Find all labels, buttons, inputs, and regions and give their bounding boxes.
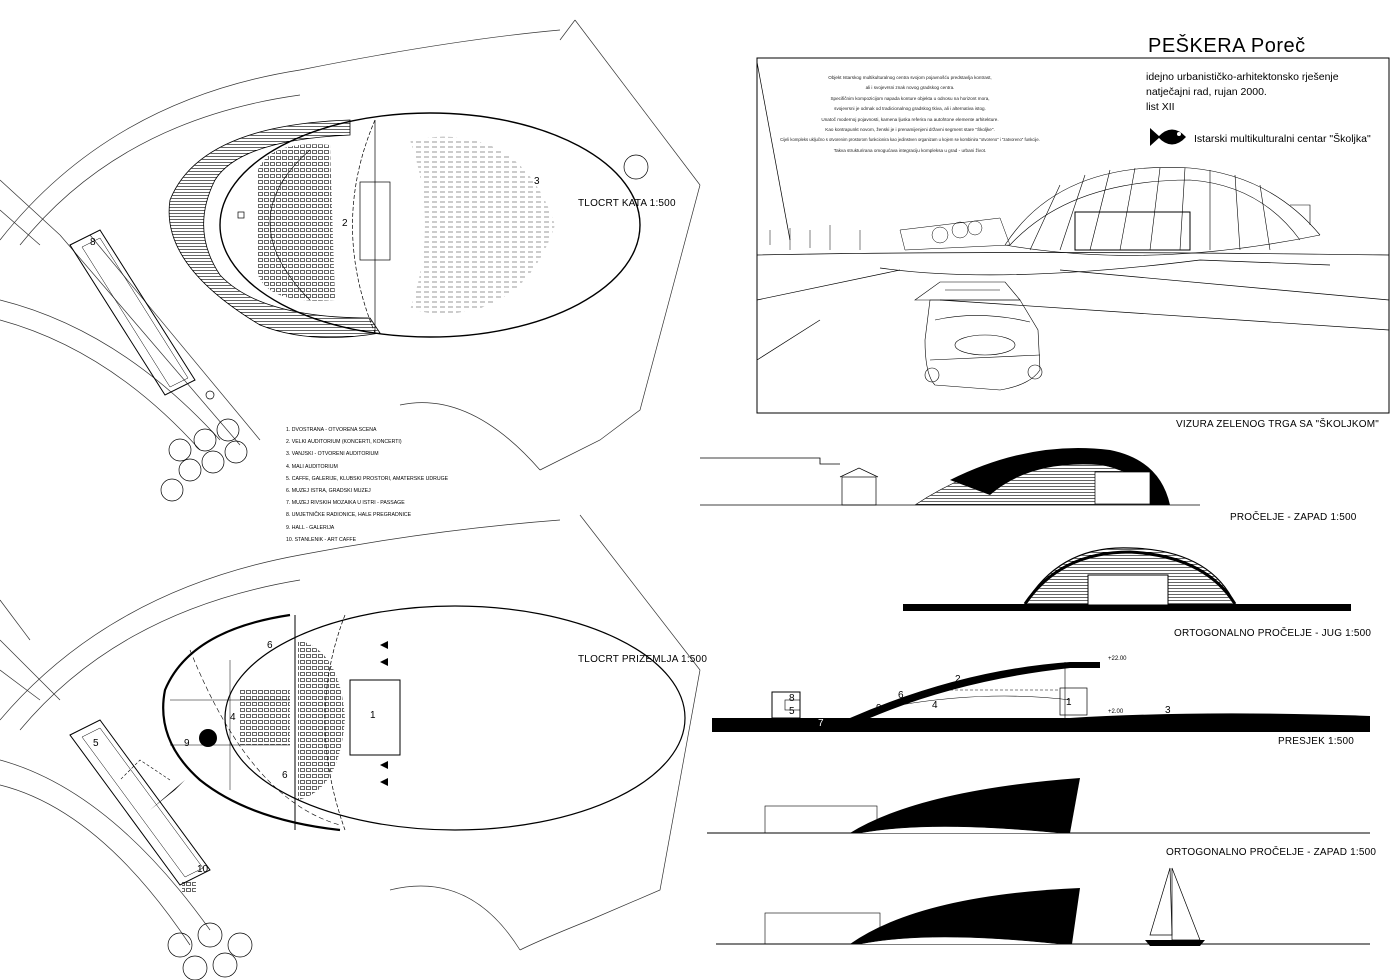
ground-number-5: 5: [93, 738, 99, 749]
ground-trees: [167, 880, 253, 980]
west-ortho-elevation: [707, 778, 1370, 834]
subtitle-line-3: list XII: [1146, 101, 1175, 113]
description-line: Kao kontrapunkt novom, ženski je i prena…: [825, 127, 995, 133]
fish-icon: [1150, 128, 1186, 146]
ground-plan-site: [0, 514, 701, 951]
perspective-view: [756, 57, 1390, 414]
section-level-top: +22.00: [1108, 656, 1127, 662]
legend-item: 7. MUZEJ RIVSKIH MOZAIKA U ISTRI - PASSA…: [286, 500, 405, 507]
upper-plan-site: [0, 19, 701, 471]
ground-number-6b: 6: [282, 770, 288, 781]
ground-number-9: 9: [184, 738, 190, 749]
legend-list: 1. DVOSTRANA - OTVORENA SCENA 2. VELKI A…: [286, 424, 448, 546]
section-number-2: 2: [955, 674, 961, 685]
ground-plan-label: TLOCRT PRIZEMLJA 1:500: [578, 654, 708, 665]
ground-number-10: 10: [197, 864, 209, 875]
section-level-base: +2.00: [1108, 709, 1124, 715]
legend-item: 5. CAFFE, GALERIJE, KLUBSKI PROSTORI, AM…: [286, 475, 449, 482]
west-ortho-caption: ORTOGONALNO PROČELJE - ZAPAD 1:500: [1166, 847, 1377, 858]
legend-item: 6. MUZEJ ISTRA, GRADSKI MUZEJ: [286, 488, 371, 495]
page-title: PEŠKERA Poreč: [1148, 35, 1306, 57]
west-elevation-caption: PROČELJE - ZAPAD 1:500: [1230, 512, 1357, 523]
description-line: Cijeli kompleks uključno s otvorenim pro…: [780, 137, 1040, 143]
description-line: Specifičnim kompozicijom napada konture …: [830, 95, 990, 101]
section-number-5: 5: [789, 706, 795, 717]
south-elevation-caption: ORTOGONALNO PROČELJE - JUG 1:500: [1174, 628, 1372, 639]
ground-number-6a: 6: [267, 640, 273, 651]
legend-item: 9. HALL - GALERIJA: [286, 524, 335, 531]
description-line: Unatoč modernoj pojavnosti, kamena ljusk…: [821, 116, 999, 122]
section-number-6: 6: [898, 690, 904, 701]
ground-building-5: [69, 719, 211, 886]
upper-trees: [160, 154, 649, 502]
description-line: Objekt Istarskog multikulturalnog centra…: [828, 75, 992, 80]
legend-item: 3. VANJSKI - OTVORENI AUDITORIUM: [286, 451, 379, 458]
ground-number-4: 4: [230, 712, 236, 723]
legend-item: 8. UMJETNIČKE RADIONICE, HALE PREGRADNIC…: [286, 512, 412, 519]
perspective-caption: VIZURA ZELENOG TRGA SA "ŠKOLJKOM": [1176, 419, 1380, 430]
upper-number-3: 3: [534, 176, 540, 187]
subtitle-line-2: natječajni rad, rujan 2000.: [1146, 86, 1267, 98]
brand-name: Istarski multikulturalni centar "Školjka…: [1194, 133, 1371, 145]
ground-entry-arrows: [380, 641, 388, 786]
upper-number-8: 8: [90, 237, 96, 248]
description-block: Objekt Istarskog multikulturalnog centra…: [770, 73, 1050, 156]
upper-number-2: 2: [342, 218, 348, 229]
section-number-7: 7: [818, 718, 824, 729]
car-drawing: [914, 281, 1043, 391]
section-number-8: 8: [789, 693, 795, 704]
upper-plan-label: TLOCRT KATA 1:500: [578, 198, 676, 209]
section-number-4: 4: [932, 700, 938, 711]
subtitle-line-1: idejno urbanističko-arhitektonsko rješen…: [1146, 71, 1339, 83]
legend-item: 1. DVOSTRANA - OTVORENA SCENA: [286, 427, 377, 433]
west-elevation: [700, 448, 1200, 506]
legend-item: 10. STANLENIK - ART CAFFE: [286, 536, 357, 543]
section-caption: PRESJEK 1:500: [1278, 736, 1354, 747]
bottom-elevation: [716, 867, 1370, 946]
legend-item: 4. MALI AUDITORIUM: [286, 463, 338, 470]
section-number-9: 9: [876, 703, 882, 714]
description-line: ali i svojevrsni znak novog gradskog cen…: [865, 85, 955, 91]
section-number-3: 3: [1165, 705, 1171, 716]
section-drawing: [712, 662, 1370, 732]
section-number-1: 1: [1066, 697, 1072, 708]
south-elevation: [903, 547, 1351, 611]
description-line: Takva strukturirana omogućava integracij…: [833, 147, 987, 153]
legend-item: 2. VELKI AUDITORIUM (KONCERTI, KONCERTI): [286, 439, 402, 446]
upper-plan-shell: [168, 112, 641, 338]
ground-number-1: 1: [370, 710, 376, 721]
description-line: svojevrsni je odmak od tradicionalnog gr…: [834, 106, 986, 112]
ground-plan-shell: [119, 605, 686, 832]
upper-building-8: [69, 229, 196, 396]
